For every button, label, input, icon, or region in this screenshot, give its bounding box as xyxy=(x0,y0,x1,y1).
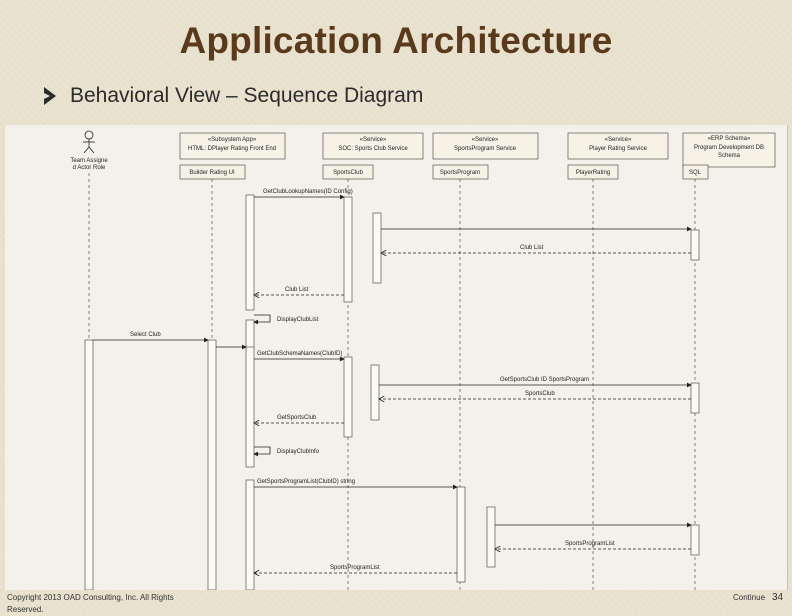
message-label-2: Club List xyxy=(520,245,544,251)
lifeline-4-object: PlayerRating xyxy=(576,170,610,176)
sequence-diagram: Team Assigne d Actor Role «Subsystem App… xyxy=(5,125,788,590)
message-label-9: GetSportsClub xyxy=(277,415,317,421)
lifeline-4-stereotype: «Service» xyxy=(605,137,632,143)
message-arrows xyxy=(93,194,692,573)
lifeline-3-stereotype: «Service» xyxy=(472,137,499,143)
message-label-3: Club List xyxy=(285,287,309,293)
sequence-diagram-svg: Team Assigne d Actor Role «Subsystem App… xyxy=(70,130,776,590)
lifeline-header-3: «Service» SportsProgram Service SportsPr… xyxy=(432,132,539,180)
actor-label-2: d Actor Role xyxy=(73,165,106,171)
message-label-6: GetClubSchemaNames(ClubID) xyxy=(257,351,342,357)
bullet-arrow-icon xyxy=(44,87,56,105)
lifeline-1-object: Builder Rating UI xyxy=(189,170,235,176)
lifeline-1-stereotype: «Subsystem App» xyxy=(208,137,257,143)
lifeline-4-name: Player Rating Service xyxy=(589,146,647,152)
message-label-13: SportsProgramList xyxy=(330,565,380,571)
lifeline-5-object: SQL xyxy=(689,170,702,176)
lifeline-3-name: SportsProgram Service xyxy=(454,146,517,152)
lifeline-2-object: SportsClub xyxy=(333,170,363,176)
message-label-10: DisplayClubInfo xyxy=(277,449,320,455)
lifeline-5-name2: Schema xyxy=(718,153,741,159)
copyright-footer: Copyright 2013 OAD Consulting, Inc. All … xyxy=(7,593,174,614)
lifeline-3-object: SportsProgram xyxy=(440,170,480,176)
continue-label: Continue xyxy=(733,593,766,602)
message-label-12: SportsProgramList xyxy=(565,541,615,547)
message-label-8: SportsClub xyxy=(525,391,555,397)
actor-figure xyxy=(83,130,95,154)
lifeline-2-name: SOC: Sports Club Service xyxy=(338,146,408,152)
lifeline-header-2: «Service» SOC: Sports Club Service Sport… xyxy=(322,132,424,180)
activation-bars xyxy=(84,194,700,590)
page-number: 34 xyxy=(772,592,784,603)
lifeline-header-4: «Service» Player Rating Service PlayerRa… xyxy=(567,132,669,180)
bullet-text: Behavioral View – Sequence Diagram xyxy=(70,84,424,107)
lifeline-lines xyxy=(88,173,696,590)
slide-title: Application Architecture xyxy=(179,20,613,61)
lifeline-header-1: «Subsystem App» HTML: DPlayer Rating Fro… xyxy=(179,132,286,180)
message-label-5: Select Club xyxy=(130,332,161,338)
lifeline-5-stereotype: «ERP Schema» xyxy=(708,136,751,142)
bullet-item: Behavioral View – Sequence Diagram xyxy=(44,84,423,108)
lifeline-1-name: HTML: DPlayer Rating Front End xyxy=(188,146,276,152)
lifeline-5-name: Program Development DB xyxy=(694,145,764,151)
lifeline-2-stereotype: «Service» xyxy=(360,137,387,143)
message-label-4: DisplayClubList xyxy=(277,317,319,323)
message-label-1: GetClubLookupNames(ID Config) xyxy=(263,189,353,195)
message-label-11: GetSportsProgramList(ClubID) string xyxy=(257,479,355,485)
actor-label-1: Team Assigne xyxy=(70,158,108,164)
message-label-7: GetSportsClub ID SportsProgram xyxy=(500,377,589,383)
lifeline-header-5: «ERP Schema» Program Development DB Sche… xyxy=(682,132,776,180)
